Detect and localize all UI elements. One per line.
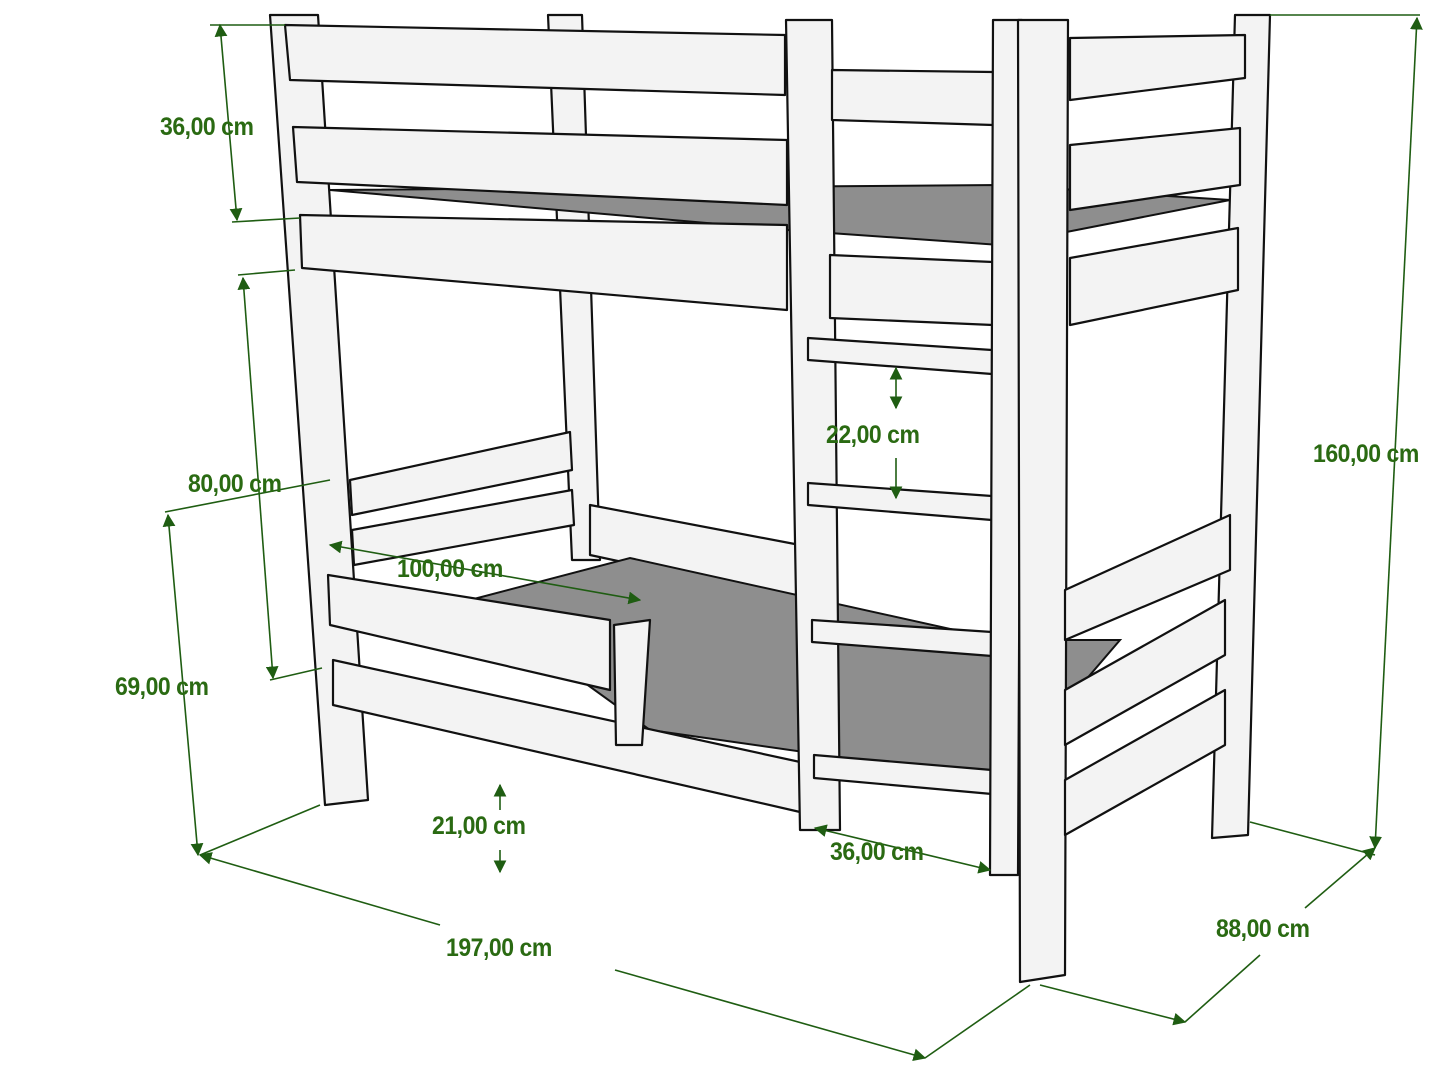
dimension-label-length: 197,00 cm [446, 934, 552, 962]
guard-post [612, 618, 652, 747]
right-lower-frame [1063, 688, 1227, 837]
upper-top-rail [283, 23, 787, 97]
right-front-post [1016, 18, 1070, 984]
dimension-lines [162, 14, 1423, 1062]
ladder-right-rail [988, 18, 1024, 877]
right-upper-frame [1068, 226, 1240, 327]
dimension-label-width: 88,00 cm [1216, 915, 1310, 943]
ladder-board [828, 253, 995, 327]
right-upper-rail [1068, 33, 1247, 102]
dimension-label-total-height: 160,00 cm [1313, 440, 1419, 468]
right-lower-rail [1063, 513, 1232, 642]
lower-back-rail [348, 430, 574, 517]
right-lower-rail [1063, 598, 1227, 747]
dimension-label-floor-clearance: 21,00 cm [432, 812, 526, 840]
dimension-label-lower-height: 69,00 cm [115, 673, 209, 701]
ladder-board [830, 68, 995, 127]
right-upper-rail [1068, 126, 1242, 212]
dimension-label-guard-height: 36,00 cm [160, 113, 254, 141]
dimension-label-opening-width: 100,00 cm [397, 555, 503, 583]
upper-guard-rail [291, 125, 789, 207]
dimension-label-ladder-step: 22,00 cm [826, 421, 920, 449]
upper-frame [298, 213, 789, 312]
dimension-label-bed-gap: 80,00 cm [188, 470, 282, 498]
dimension-label-ladder-width: 36,00 cm [830, 838, 924, 866]
